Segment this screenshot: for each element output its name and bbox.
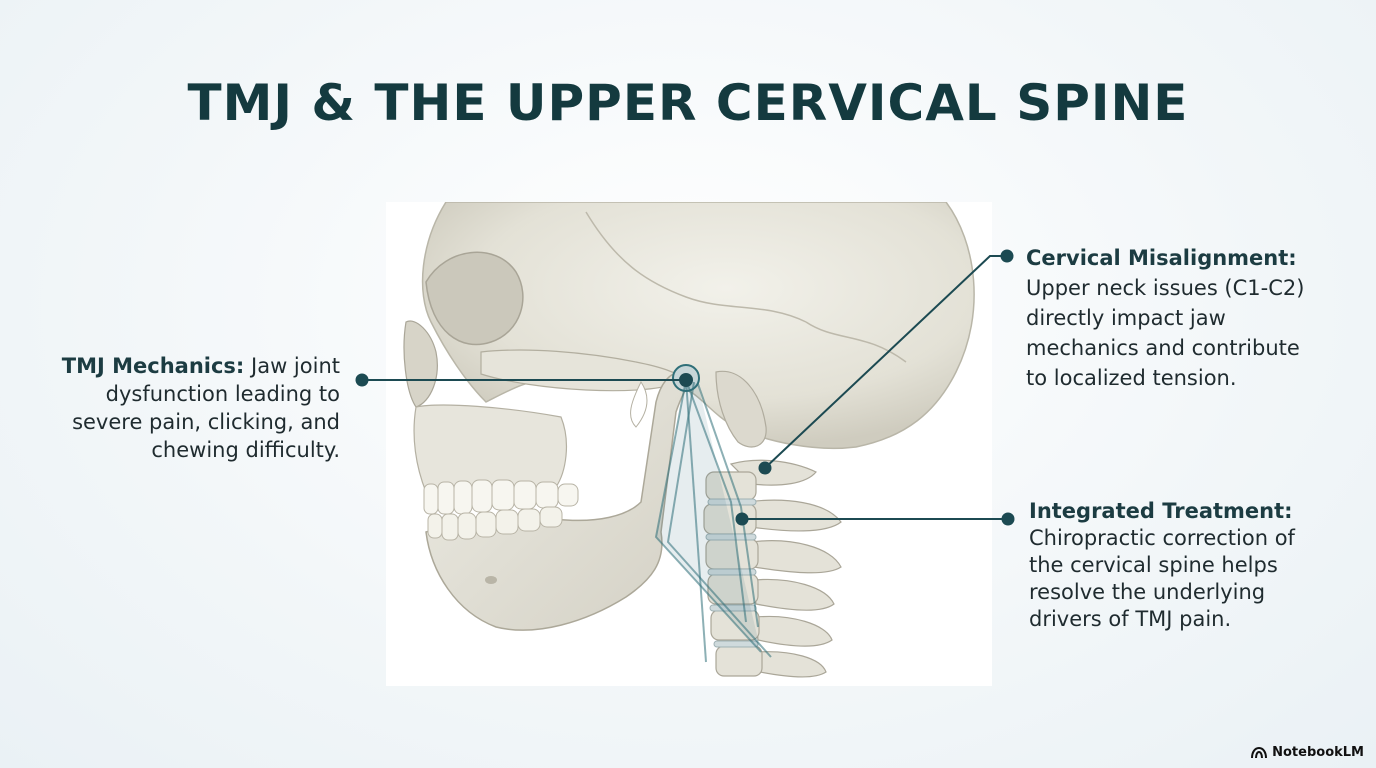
cervical-misalignment-heading: Cervical Misalignment: (1026, 243, 1326, 273)
tmj-mechanics-callout: TMJ Mechanics: Jaw joint dysfunction lea… (40, 352, 340, 464)
notebooklm-label: NotebookLM (1272, 745, 1364, 760)
tmj-leader-dot (356, 374, 369, 387)
tmj-mechanics-heading: TMJ Mechanics: (62, 354, 245, 378)
notebooklm-branding: NotebookLM (1251, 745, 1364, 760)
cervical-misalignment-text: Upper neck issues (C1-C2) directly impac… (1026, 276, 1304, 390)
maxilla (414, 405, 566, 492)
treatment-leader-dot (1002, 513, 1015, 526)
integrated-treatment-text: Chiropractic correction of the cervical … (1029, 526, 1295, 631)
skull-spine-illustration (386, 202, 992, 686)
mental-foramen (485, 576, 497, 584)
notebooklm-logo-icon (1251, 747, 1267, 759)
skull-spine-svg (386, 202, 992, 686)
nasal-aperture (404, 321, 437, 407)
cervical-leader-dot (1001, 250, 1014, 263)
page-title: TMJ & THE UPPER CERVICAL SPINE (0, 74, 1376, 132)
cervical-misalignment-callout: Cervical Misalignment: Upper neck issues… (1026, 243, 1326, 393)
integrated-treatment-callout: Integrated Treatment: Chiropractic corre… (1029, 498, 1329, 633)
integrated-treatment-heading: Integrated Treatment: (1029, 498, 1329, 525)
